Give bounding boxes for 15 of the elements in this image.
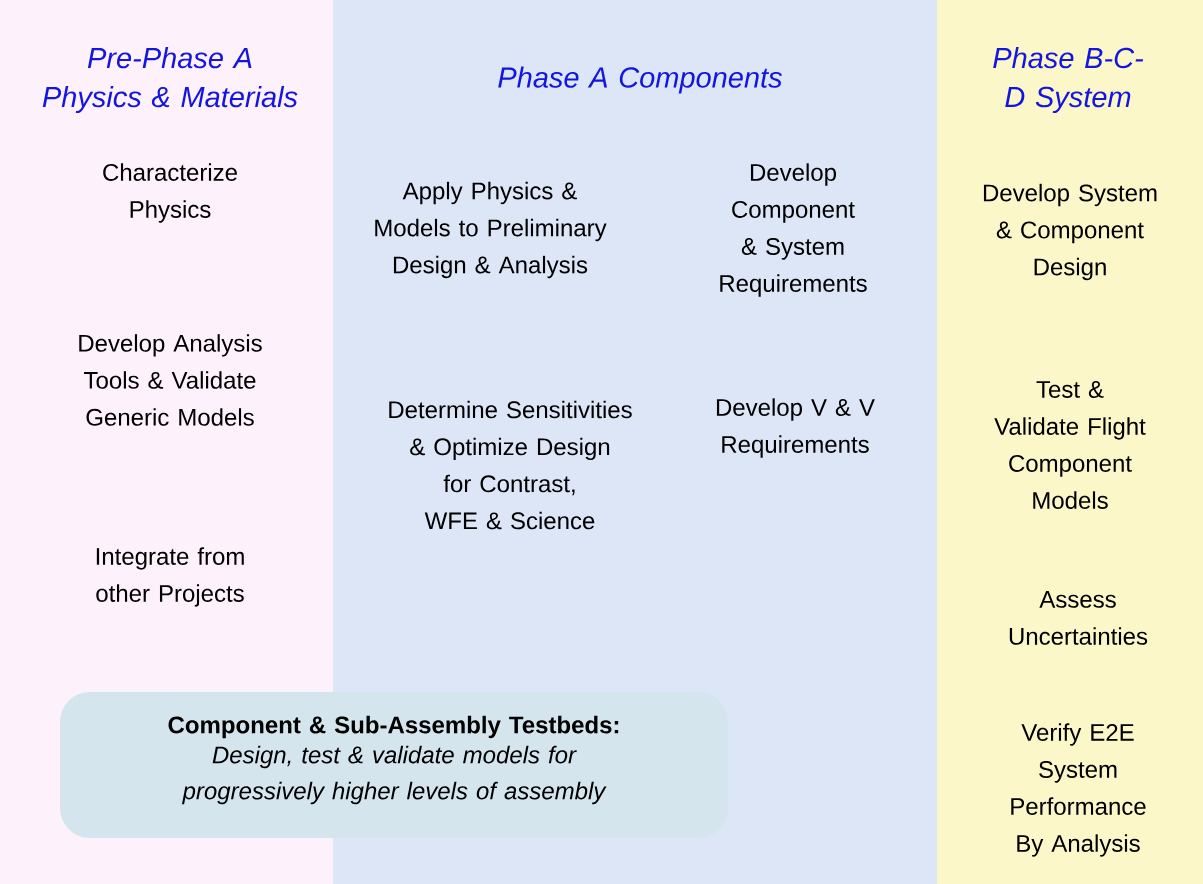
task-text: Integrate from other Projects — [96, 547, 244, 607]
task-text: Apply Physics & Models to Preliminary Design & Analysis — [375, 181, 607, 279]
task-text: Develop Analysis Tools & Validate Generic Models — [79, 334, 262, 426]
phase-heading: Pre-Phase A Physics & Materials — [42, 47, 298, 113]
phase-heading: Phase B-C-D System — [993, 47, 1144, 113]
task-text: Develop Component & System Requirements — [720, 163, 867, 297]
task-text: Verify E2E System Performance By Analysis — [1011, 723, 1146, 857]
task-text: Characterize Physics — [103, 163, 237, 223]
task-text: Develop System & Component Design — [983, 183, 1157, 281]
task-text: Assess Uncertainties — [1009, 591, 1148, 645]
task-text: Determine Sensitivities & Optimize Design for Contrast, WFE & Science — [389, 400, 632, 530]
phase-heading: Phase A Components — [498, 66, 782, 94]
testbed-box: Component & Sub-Assembly Testbeds: Design, test & validate models for progressively higher levels of assembly — [60, 692, 728, 838]
task-text: Test & Validate Flight Component Models — [994, 381, 1146, 509]
task-text: Develop V & V Requirements — [716, 398, 875, 458]
